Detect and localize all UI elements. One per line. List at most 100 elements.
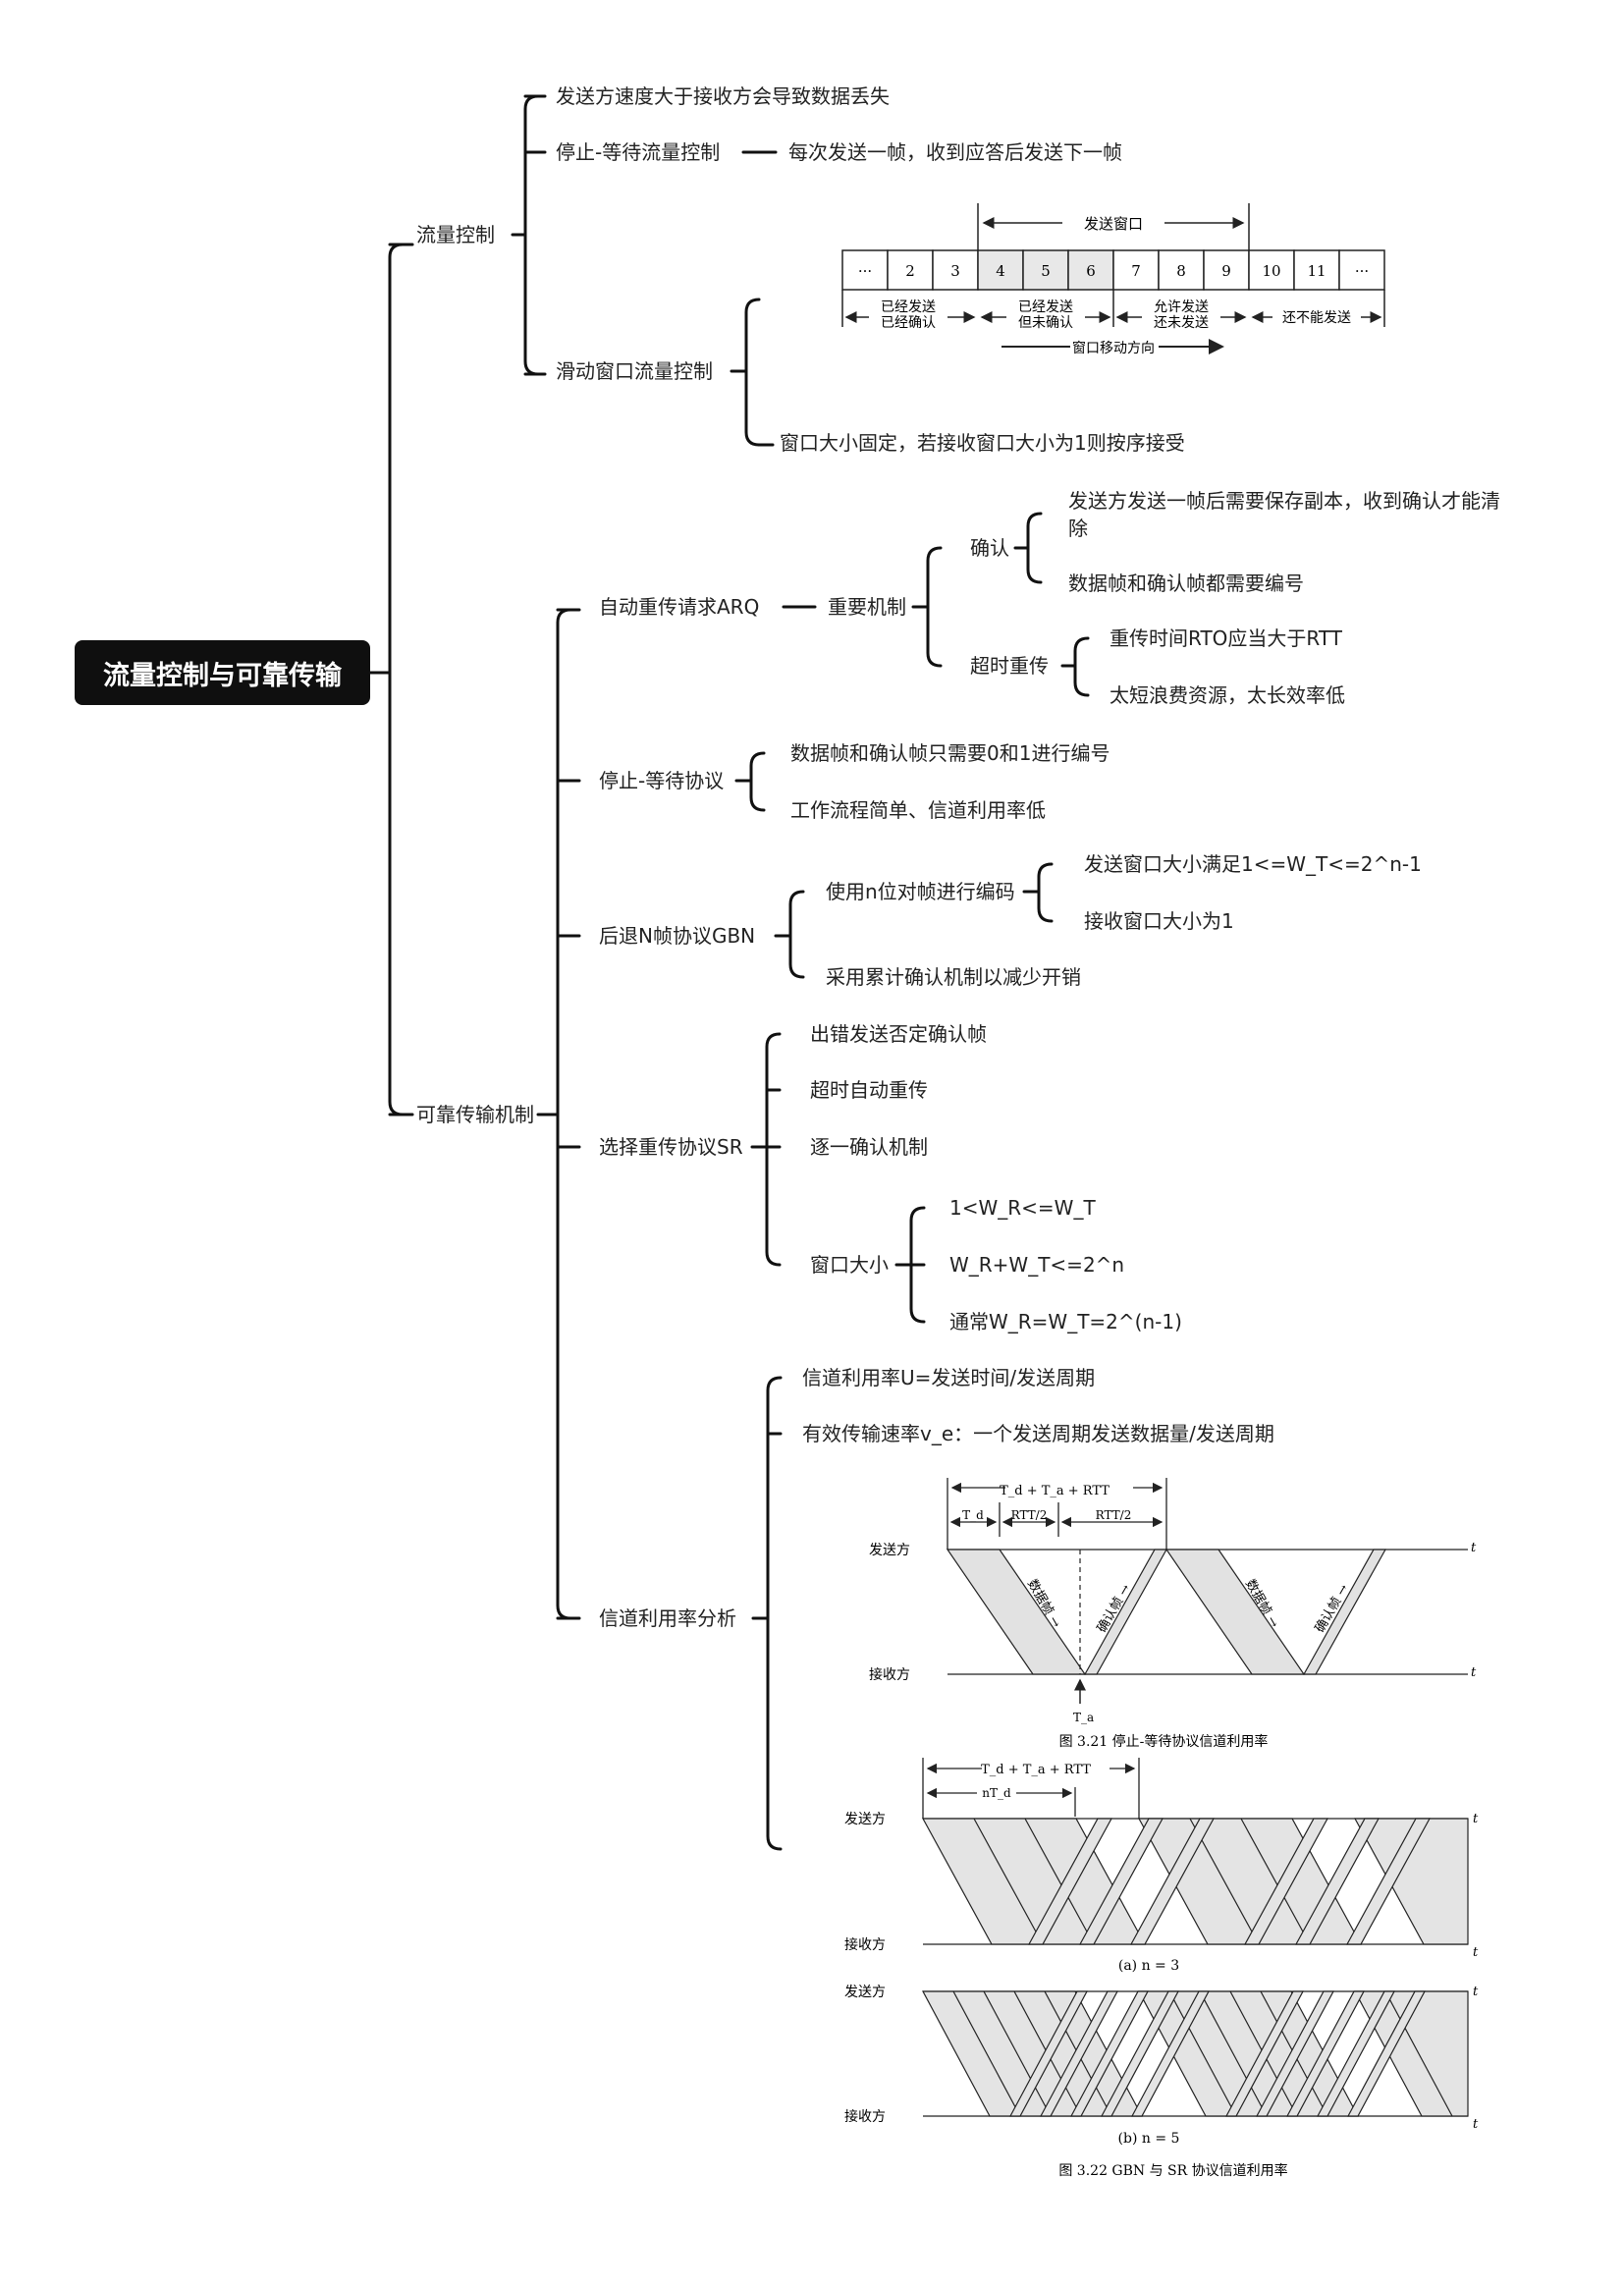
fig322-top-label: T_d + T_a + RTT	[981, 1763, 1091, 1777]
fig322-receiver: 接收方	[844, 2108, 886, 2125]
fig321-receiver: 接收方	[869, 1666, 910, 1683]
fig321-sender: 发送方	[869, 1543, 910, 1558]
fig322-sender: 发送方	[844, 1812, 886, 1827]
fig322-t: t	[1473, 1812, 1479, 1826]
fig322-receiver: 接收方	[844, 1936, 886, 1953]
node-sr-win[interactable]: 窗口大小	[810, 1253, 889, 1277]
node-arq-mech[interactable]: 重要机制	[828, 595, 906, 619]
window-cell	[1203, 249, 1250, 291]
node-stop-wait[interactable]: 停止-等待协议	[599, 769, 725, 792]
node-flow-control[interactable]: 流量控制	[416, 223, 495, 246]
node-stop-wait-flow-detail[interactable]: 每次发送一帧，收到应答后发送下一帧	[788, 140, 1122, 164]
window-cell-label: 5	[1041, 262, 1051, 280]
window-cell-label: ···	[1355, 262, 1369, 280]
frame-divider	[973, 1818, 1044, 1945]
fig321-rtt-half: RTT/2	[1011, 1508, 1048, 1522]
node-util-item[interactable]: 信道利用率U=发送时间/发送周期	[802, 1366, 1096, 1389]
frame-divider	[1384, 1990, 1453, 2117]
frame-band	[1224, 1990, 1305, 2117]
window-cell-label: 11	[1307, 262, 1326, 280]
frame-divider	[1024, 1818, 1095, 1945]
window-cell-label: 9	[1221, 262, 1231, 280]
frame-band	[1100, 1990, 1180, 2117]
node-timeout-item[interactable]: 太短浪费资源，太长效率低	[1110, 683, 1345, 707]
frame-band	[1353, 1990, 1469, 2117]
window-cell	[1248, 249, 1295, 291]
window-cell-label: 8	[1176, 262, 1186, 280]
node-window-fixed[interactable]: 窗口大小固定，若接收窗口大小为1则按序接受	[780, 431, 1185, 455]
node-gbn-cum[interactable]: 采用累计确认机制以减少开销	[826, 965, 1081, 989]
node-gbn-enc[interactable]: 使用n位对帧进行编码	[826, 880, 1015, 903]
node-ack-item[interactable]: 数据帧和确认帧都需要编号	[1068, 572, 1304, 595]
figure-3-21: T_d + T_a + RTT T_d RTT/2 RTT/2 发送方 接收方 …	[864, 1478, 1492, 1757]
window-cell	[887, 249, 934, 291]
node-gbn[interactable]: 后退N帧协议GBN	[599, 924, 756, 948]
node-util[interactable]: 信道利用率分析	[599, 1606, 736, 1630]
node-util-item[interactable]: 有效传输速率v_e：一个发送周期发送数据量/发送周期	[802, 1422, 1274, 1445]
group-label: 已经确认	[881, 315, 936, 331]
fig321-t: t	[1471, 1665, 1477, 1680]
fig321-ta: T_a	[1073, 1711, 1094, 1724]
node-sr-win-item[interactable]: 1<W_R<=W_T	[949, 1196, 1096, 1220]
figure-3-22: T_d + T_a + RTT nT_d 发送方 接收方 发送方 接收方 t t…	[839, 1758, 1507, 2194]
fig322-sender: 发送方	[844, 1985, 886, 2000]
node-timeout[interactable]: 超时重传	[970, 654, 1049, 678]
fig321-rtt-half: RTT/2	[1096, 1508, 1132, 1522]
window-cell	[1022, 249, 1069, 291]
window-cell	[1293, 249, 1340, 291]
group-label: 已经发送	[1018, 299, 1073, 315]
node-sr-win-item[interactable]: 通常W_R=W_T=2^(n-1)	[949, 1310, 1182, 1334]
node-gbn-enc-item[interactable]: 发送窗口大小满足1<=W_T<=2^n-1	[1084, 852, 1422, 876]
node-sr-win-item[interactable]: W_R+W_T<=2^n	[949, 1253, 1125, 1277]
fig322-ntd-label: nT_d	[982, 1786, 1011, 1800]
frame-band	[1078, 1818, 1164, 1945]
frame-divider	[1168, 1990, 1237, 2117]
fig322-t: t	[1473, 1945, 1479, 1960]
node-timeout-item[interactable]: 重传时间RTO应当大于RTT	[1110, 626, 1342, 650]
fig321-top-label: T_d + T_a + RTT	[1000, 1484, 1110, 1498]
window-cell	[932, 249, 979, 291]
frame-band	[1027, 1818, 1113, 1945]
frame-band	[1294, 1818, 1380, 1945]
frame-band	[1346, 1990, 1427, 2117]
node-sliding-window[interactable]: 滑动窗口流量控制	[556, 359, 713, 383]
window-cell-label: 3	[950, 262, 960, 280]
node-flow-data-loss[interactable]: 发送方速度大于接收方会导致数据丢失	[556, 84, 890, 108]
node-sr[interactable]: 选择重传协议SR	[599, 1135, 743, 1159]
frame-divider	[1199, 1990, 1268, 2117]
fig321-caption: 图 3.21 停止-等待协议信道利用率	[1059, 1733, 1269, 1750]
window-cell-label: 7	[1131, 262, 1141, 280]
root-node[interactable]: 流量控制与可靠传输	[75, 640, 370, 705]
frame-band	[1316, 1990, 1396, 2117]
fig322-t: t	[1473, 2117, 1479, 2132]
window-cell	[1158, 249, 1205, 291]
node-ack-item[interactable]: 发送方发送一帧后需要保存副本，收到确认才能清除	[1068, 489, 1500, 540]
node-ack[interactable]: 确认	[970, 536, 1009, 560]
node-reliable[interactable]: 可靠传输机制	[416, 1103, 534, 1126]
window-cell-label: 10	[1262, 262, 1280, 280]
frame-divider	[983, 1990, 1052, 2117]
node-stop-wait-flow[interactable]: 停止-等待流量控制	[556, 140, 721, 164]
node-sr-item[interactable]: 超时自动重传	[810, 1078, 928, 1102]
node-sw-item[interactable]: 数据帧和确认帧只需要0和1进行编号	[790, 741, 1110, 765]
node-sr-item[interactable]: 出错发送否定确认帧	[810, 1022, 987, 1046]
node-sw-item[interactable]: 工作流程简单、信道利用率低	[790, 798, 1046, 822]
frame-divider	[1240, 1818, 1311, 1945]
group-label: 允许发送	[1154, 299, 1209, 315]
fig322-t: t	[1473, 1985, 1479, 1999]
frame-band	[1285, 1990, 1366, 2117]
group-label: 但未确认	[1018, 315, 1073, 331]
frame-divider	[952, 1990, 1021, 2117]
frame-band	[1255, 1990, 1335, 2117]
node-gbn-enc-item[interactable]: 接收窗口大小为1	[1084, 909, 1234, 933]
frame-band	[1243, 1818, 1329, 1945]
window-cell-label: 6	[1086, 262, 1096, 280]
node-sr-item[interactable]: 逐一确认机制	[810, 1135, 928, 1159]
node-arq[interactable]: 自动重传请求ARQ	[599, 595, 760, 619]
frame-band	[1345, 1818, 1432, 1945]
frame-band	[1039, 1990, 1119, 2117]
frame-band	[1130, 1990, 1211, 2117]
window-cell-label: ···	[858, 262, 872, 280]
